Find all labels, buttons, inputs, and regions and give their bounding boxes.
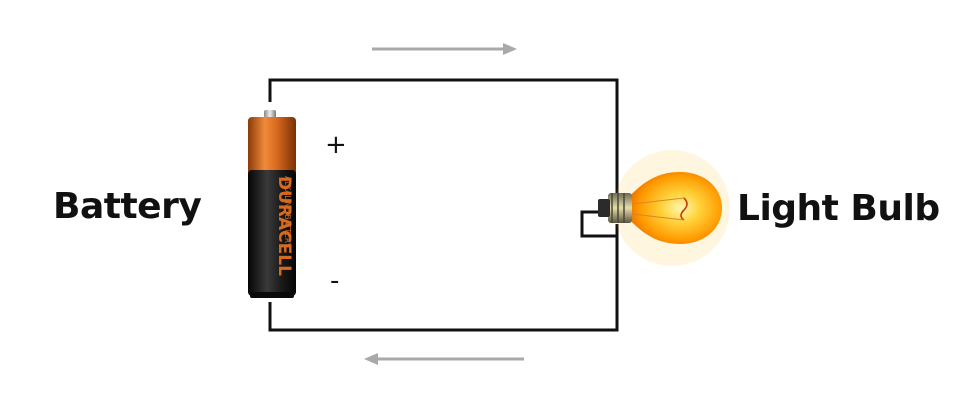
positive-terminal-label: + (325, 130, 347, 160)
arrow-bottom-icon (364, 353, 524, 365)
battery-brand: DURACELL (274, 176, 294, 276)
negative-terminal-label: - (330, 266, 340, 296)
light-bulb-label: Light Bulb (737, 188, 940, 229)
light-bulb-icon (598, 150, 730, 266)
battery-icon: DURACELL ALKALINE BATTERY (248, 110, 296, 298)
arrow-top-icon (372, 43, 517, 55)
circuit-wire (268, 78, 619, 332)
battery-label: Battery (53, 186, 202, 227)
battery-subtitle: ALKALINE BATTERY (283, 176, 292, 248)
